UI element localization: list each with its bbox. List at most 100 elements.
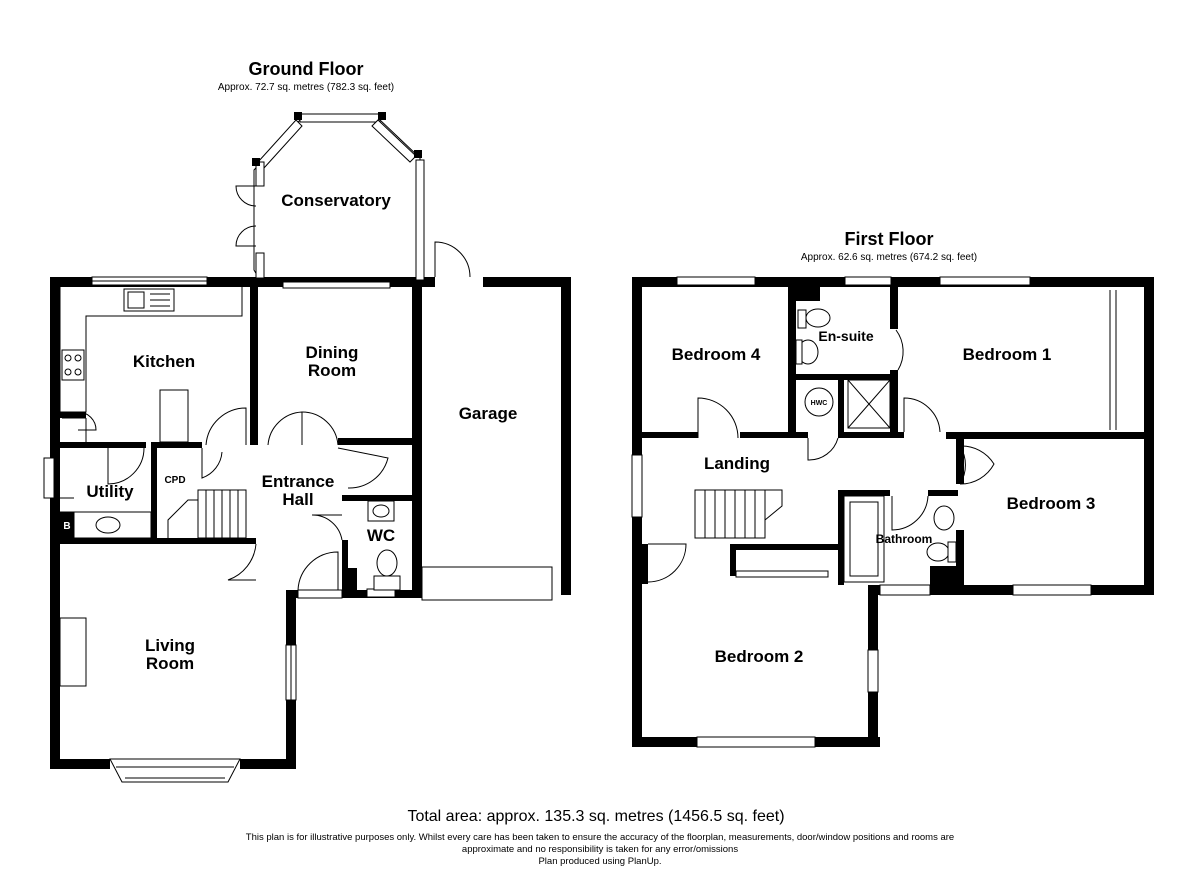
room-label-bedroom2: Bedroom 2	[715, 647, 804, 666]
living-bottom-wall-right	[240, 759, 296, 769]
bed4-bottom-wall-right	[740, 432, 808, 438]
ensuite-bottom-wall	[796, 374, 896, 380]
garage-right-wall	[561, 277, 571, 595]
kitchen-worktop	[59, 287, 243, 413]
cpd-top-wall	[157, 442, 202, 448]
utility-top-wall	[60, 442, 146, 448]
utility-door-swing[interactable]	[107, 447, 145, 485]
bed4-door-swing[interactable]	[697, 397, 739, 439]
wc-basin	[367, 500, 395, 522]
garage-hall-door[interactable]	[337, 447, 389, 489]
bed2-door-swing[interactable]	[647, 543, 687, 583]
room-label-boiler: B	[63, 521, 70, 532]
conservatory-side-window	[415, 159, 425, 281]
disclaimer-line-1: This plan is for illustrative purposes o…	[246, 832, 954, 843]
room-label-ensuite: En-suite	[818, 328, 873, 344]
total-area: Total area: approx. 135.3 sq. metres (14…	[407, 808, 784, 825]
gf-top-wall	[50, 277, 435, 287]
ensuite-block	[796, 287, 820, 301]
bed1-window	[939, 276, 1031, 286]
room-label-hall: Hall	[282, 490, 313, 509]
bed3-left-wall-bottom	[956, 530, 964, 590]
ff-top-wall	[632, 277, 1154, 287]
conservatory-door-swing[interactable]	[235, 225, 257, 247]
first-floor-plan: Bedroom 4 En-suite Bedroom 1 HWC Landing…	[631, 276, 1154, 748]
utility-sink	[95, 516, 121, 534]
utility-window	[43, 457, 55, 499]
first-floor-title: First Floor	[845, 229, 934, 249]
hwc-bottom-wall	[838, 432, 898, 438]
room-label-cpd: CPD	[164, 475, 185, 486]
room-label-kitchen: Kitchen	[133, 352, 195, 371]
ground-floor-title: Ground Floor	[249, 59, 364, 79]
room-label-dining: Dining	[306, 343, 359, 362]
room-label-bedroom3: Bedroom 3	[1007, 494, 1096, 513]
bed4-bottom-wall-left	[642, 432, 698, 438]
living-fireplace	[59, 617, 87, 687]
room-label-bedroom1: Bedroom 1	[963, 345, 1052, 364]
room-label-living: Living	[145, 636, 195, 655]
kitchen-island	[159, 389, 189, 443]
gf-left-wall	[50, 277, 60, 769]
boiler-box	[60, 512, 74, 538]
garage-top-wall	[483, 277, 571, 287]
bathroom-door-swing[interactable]	[891, 495, 929, 531]
bed3-door-swing[interactable]	[959, 445, 966, 485]
conservatory-door-swing[interactable]	[235, 185, 257, 207]
ensuite-window	[844, 276, 892, 286]
kitchen-cupboard-wall	[60, 412, 86, 418]
conservatory-diag-window-right	[371, 119, 417, 163]
ff-stairs	[694, 489, 766, 539]
room-label-dining-2: Room	[308, 361, 356, 380]
room-label-garage: Garage	[459, 404, 518, 423]
bathroom-left-wall	[838, 490, 844, 585]
bed1-bottom-wall	[946, 432, 1154, 439]
bathroom-bath	[843, 495, 885, 583]
front-door-swing[interactable]	[297, 551, 339, 591]
hall-corner-wall	[286, 590, 298, 598]
ensuite-right-wall-bottom	[890, 370, 898, 432]
conservatory-diag-window-left	[257, 119, 303, 169]
bed2-top-wall	[730, 544, 838, 550]
ensuite-door-swing[interactable]	[895, 329, 904, 371]
bathroom-basin	[933, 505, 955, 531]
room-label-bedroom4: Bedroom 4	[672, 345, 761, 364]
room-label-entrance: Entrance	[262, 472, 335, 491]
bed4-window	[676, 276, 756, 286]
living-bay-window	[109, 758, 241, 783]
bed2-wardrobe	[735, 570, 829, 578]
dining-bottom-wall	[338, 438, 418, 445]
bathroom-window	[879, 584, 931, 596]
wc-door-swing[interactable]	[311, 514, 343, 541]
bathroom-top-wall	[838, 490, 890, 496]
ensuite-right-wall-top	[890, 287, 898, 329]
front-door-opening	[297, 589, 343, 599]
dining-door-right[interactable]	[301, 411, 339, 446]
room-label-bathroom: Bathroom	[876, 532, 933, 546]
kitchen-hall-door[interactable]	[205, 407, 247, 446]
living-bottom-wall-left	[50, 759, 110, 769]
room-label-landing: Landing	[704, 454, 770, 473]
ground-floor-area: Approx. 72.7 sq. metres (782.3 sq. feet)	[218, 82, 394, 93]
disclaimer-line-3: Plan produced using PlanUp.	[538, 856, 661, 867]
room-label-hwc: HWC	[811, 400, 828, 407]
room-label-living-2: Room	[146, 654, 194, 673]
ff-mid-bottom-wall	[868, 585, 1154, 595]
bed3-left-wall-top	[956, 432, 964, 484]
bed2-cupboard-wall	[730, 544, 736, 576]
cpd-door-swing[interactable]	[201, 448, 223, 479]
bed2-window	[696, 736, 816, 748]
bed3-window	[1012, 584, 1092, 596]
hwc-cylinder	[804, 387, 834, 417]
wc-pillar	[345, 568, 357, 592]
kitchen-hob	[61, 349, 85, 381]
wc-cistern	[373, 575, 401, 591]
living-door-swing[interactable]	[227, 543, 257, 581]
bed1-door-swing[interactable]	[903, 397, 941, 433]
hwc-door-swing[interactable]	[807, 437, 839, 461]
ground-floor-plan: Conservatory Kitchen Dining Room Garage …	[43, 112, 571, 783]
garage-door-swing[interactable]	[434, 241, 471, 278]
dining-door-left[interactable]	[267, 411, 303, 446]
bed4-right-wall	[788, 287, 796, 437]
hwc-right-wall	[838, 380, 844, 438]
